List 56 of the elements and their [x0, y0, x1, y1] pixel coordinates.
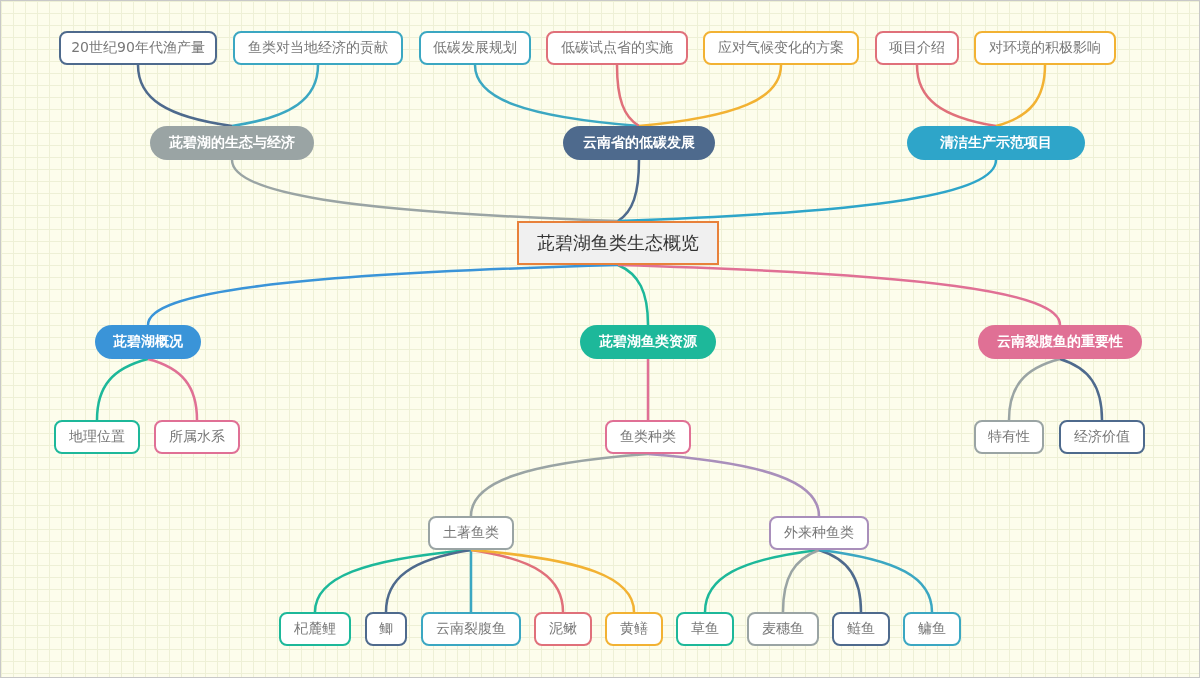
connector-curve: [615, 64, 640, 128]
subtopic-pill: 云南省的低碳发展: [563, 126, 715, 160]
topic-box: 鲫: [365, 612, 407, 646]
topic-box: 应对气候变化的方案: [703, 31, 859, 65]
connector-curve: [617, 159, 641, 223]
connector-curve: [230, 159, 619, 223]
topic-box: 鱼类种类: [605, 420, 691, 454]
connector-curve: [231, 64, 320, 128]
connector-curve: [384, 548, 472, 613]
topic-box: 鱼类对当地经济的贡献: [233, 31, 403, 65]
connector-curve: [915, 64, 997, 128]
connector-curve: [147, 357, 199, 421]
connector-curve: [617, 263, 1062, 326]
topic-box: 地理位置: [54, 420, 140, 454]
subtopic-pill: 茈碧湖鱼类资源: [580, 325, 716, 359]
connector-curve: [995, 64, 1047, 128]
connector-curve: [638, 64, 783, 128]
connector-curve: [1059, 357, 1104, 421]
connector-curve: [470, 548, 636, 613]
connector-curve: [469, 550, 473, 612]
subtopic-pill: 茈碧湖的生态与经济: [150, 126, 314, 160]
connector-curve: [1007, 357, 1061, 421]
connector-curve: [617, 159, 998, 223]
topic-box: 外来种鱼类: [769, 516, 869, 550]
topic-box: 黄鳝: [605, 612, 663, 646]
connector-curve: [646, 359, 650, 420]
topic-box: 低碳试点省的实施: [546, 31, 688, 65]
subtopic-pill: 清洁生产示范项目: [907, 126, 1085, 160]
connector-curve: [818, 548, 934, 613]
topic-box: 鲢鱼: [832, 612, 890, 646]
topic-box: 经济价值: [1059, 420, 1145, 454]
connector-curve: [146, 263, 619, 326]
topic-box: 云南裂腹鱼: [421, 612, 521, 646]
subtopic-pill: 云南裂腹鱼的重要性: [978, 325, 1142, 359]
topic-box: 麦穗鱼: [747, 612, 819, 646]
topic-box: 土著鱼类: [428, 516, 514, 550]
topic-box: 鳙鱼: [903, 612, 961, 646]
subtopic-pill: 茈碧湖概况: [95, 325, 201, 359]
connector-curve: [95, 357, 149, 421]
topic-box: 低碳发展规划: [419, 31, 531, 65]
connector-curve: [136, 64, 233, 128]
topic-box: 杞麓鲤: [279, 612, 351, 646]
central-topic-box: 茈碧湖鱼类生态概览: [517, 221, 719, 265]
connector-curve: [617, 263, 650, 326]
topic-box: 特有性: [974, 420, 1044, 454]
topic-box: 草鱼: [676, 612, 734, 646]
connector-curve: [470, 548, 565, 613]
topic-box: 所属水系: [154, 420, 240, 454]
topic-box: 泥鳅: [534, 612, 592, 646]
topic-box: 项目介绍: [875, 31, 959, 65]
connector-curve: [818, 548, 863, 613]
topic-box: 20世纪90年代渔产量: [59, 31, 217, 65]
connector-curve: [647, 452, 821, 517]
connector-curve: [469, 452, 649, 517]
connector-curve: [781, 548, 820, 613]
topic-box: 对环境的积极影响: [974, 31, 1116, 65]
